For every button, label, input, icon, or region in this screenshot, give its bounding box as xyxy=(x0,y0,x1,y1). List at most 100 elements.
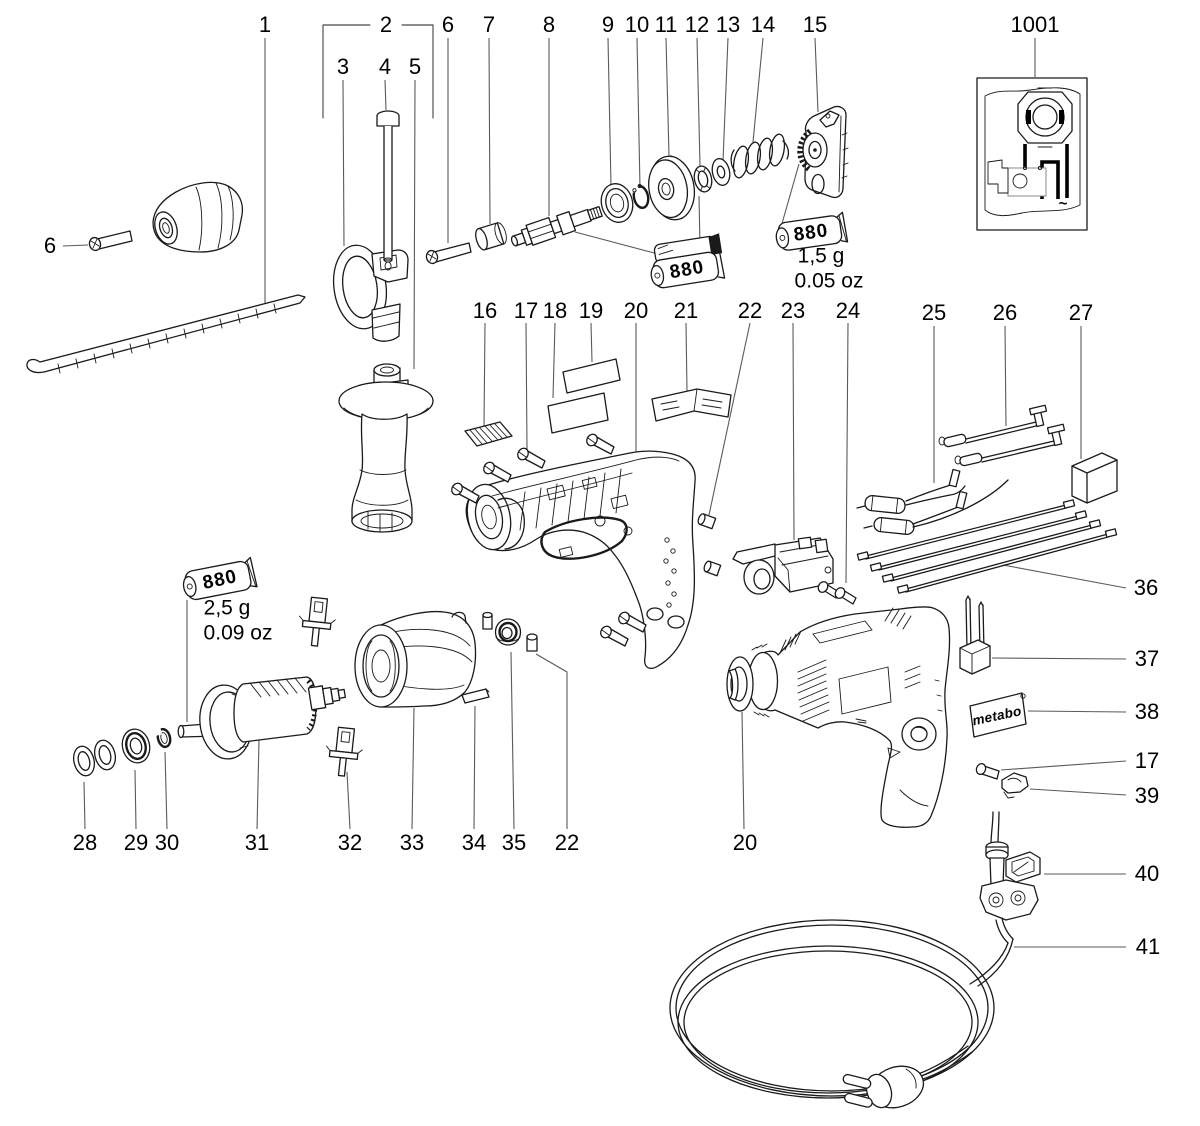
grease-weight-metric-spindle: 1,5 g xyxy=(797,244,845,268)
type-label-18 xyxy=(547,392,609,434)
drill-bit-1 xyxy=(26,294,306,374)
callout-27: 27 xyxy=(1068,300,1094,325)
callout-6: 6 xyxy=(441,12,455,37)
callout-40: 40 xyxy=(1134,861,1160,886)
callout-14: 14 xyxy=(750,12,776,37)
grease-tube-armature xyxy=(182,556,258,601)
vent-grille-16 xyxy=(464,421,513,447)
callout-35: 35 xyxy=(501,830,527,855)
callout-41: 41 xyxy=(1135,934,1161,959)
bearing-29 xyxy=(121,728,151,764)
gear-11 xyxy=(648,155,696,221)
callout-5: 5 xyxy=(408,54,422,79)
washer-13 xyxy=(711,158,731,186)
leader-lines xyxy=(62,37,1127,948)
brush-guide-37 xyxy=(959,595,991,675)
callout-22: 22 xyxy=(737,298,763,323)
grease-tube-gear xyxy=(650,233,726,289)
power-cord-41 xyxy=(669,919,1014,1109)
cord-grip-40 xyxy=(979,811,1041,944)
callout-2: 2 xyxy=(379,12,393,37)
callout-25: 25 xyxy=(921,300,947,325)
callout-24: 24 xyxy=(835,298,861,323)
inset-ac-symbol: ~ xyxy=(1058,195,1068,213)
callout-23: 23 xyxy=(780,298,806,323)
pins-34 xyxy=(461,611,493,704)
stator-33 xyxy=(354,610,477,708)
spring-14 xyxy=(730,133,790,179)
capacitor-27 xyxy=(1071,452,1118,504)
switch-23 xyxy=(732,536,834,595)
grease-weight-imperial-armature: 0.09 oz xyxy=(203,621,273,645)
callout-36: 36 xyxy=(1133,575,1159,600)
screws-24 xyxy=(817,581,857,605)
drill-body-20 xyxy=(726,606,951,828)
callout-18: 18 xyxy=(542,298,568,323)
callout-12: 12 xyxy=(684,12,710,37)
grease-weight-imperial-spindle: 0.05 oz xyxy=(794,269,864,293)
grease-weight-metric-armature: 2,5 g xyxy=(203,596,251,620)
callout-11: 11 xyxy=(654,12,678,37)
callout-29: 29 xyxy=(123,830,149,855)
cable-clip-39 xyxy=(1001,772,1029,799)
callout-17: 17 xyxy=(513,298,539,323)
screw-6-left xyxy=(88,230,133,252)
grommet-35 xyxy=(494,618,522,646)
callout-26: 26 xyxy=(992,300,1018,325)
callout-16: 16 xyxy=(472,298,498,323)
screws-17 xyxy=(451,433,647,647)
callout-8: 8 xyxy=(542,12,556,37)
callout-34: 34 xyxy=(461,830,487,855)
screw-17-right xyxy=(975,762,1000,780)
callout-21: 21 xyxy=(673,298,699,323)
callout-3: 3 xyxy=(336,54,350,79)
brush-holders-32 xyxy=(299,596,363,777)
type-label-19 xyxy=(562,358,621,394)
bushing-7 xyxy=(475,222,507,251)
callout-32: 32 xyxy=(337,830,363,855)
callout-31: 31 xyxy=(244,830,270,855)
chuck-2-assembly xyxy=(152,181,244,253)
callout-20: 20 xyxy=(623,298,649,323)
housing-shell-20 xyxy=(465,450,696,669)
brush-leads-26 xyxy=(938,404,1066,467)
callout-30: 30 xyxy=(154,830,180,855)
impact-cam-15 xyxy=(797,105,849,199)
callout-33: 33 xyxy=(399,830,425,855)
spindle-8 xyxy=(510,205,603,247)
callout-39: 39 xyxy=(1134,783,1160,808)
callout-17: 17 xyxy=(1134,748,1160,773)
callout-9: 9 xyxy=(601,12,615,37)
wires-36 xyxy=(856,499,1118,594)
callout-1: 1 xyxy=(258,12,272,37)
callout-10: 10 xyxy=(624,12,650,37)
washers-28 xyxy=(72,739,117,777)
lock-washer-12 xyxy=(693,165,713,193)
screw-6-top xyxy=(425,242,472,265)
callout-20: 20 xyxy=(732,830,758,855)
choke-wires-25 xyxy=(856,468,1009,536)
callout-4: 4 xyxy=(378,54,392,79)
callout-15: 15 xyxy=(802,12,828,37)
callout-28: 28 xyxy=(72,830,98,855)
clamp-bolt-4 xyxy=(376,110,400,263)
grease-tube-spindle xyxy=(775,211,849,251)
nameplate-38 xyxy=(969,692,1027,738)
callout-38: 38 xyxy=(1134,699,1160,724)
callout-19: 19 xyxy=(578,298,604,323)
bracket-2 xyxy=(322,24,434,119)
ball-bearing-9 xyxy=(600,183,634,223)
side-handle-grip-5 xyxy=(338,363,434,533)
circlip-10 xyxy=(630,183,650,210)
callout-37: 37 xyxy=(1134,646,1160,671)
side-handle-clamp-3 xyxy=(332,244,409,342)
inset-1001 xyxy=(976,77,1088,231)
callout-6: 6 xyxy=(43,233,57,258)
callout-13: 13 xyxy=(715,12,741,37)
armature-31 xyxy=(177,676,346,760)
callout-7: 7 xyxy=(482,12,496,37)
circlip-30 xyxy=(153,727,172,749)
